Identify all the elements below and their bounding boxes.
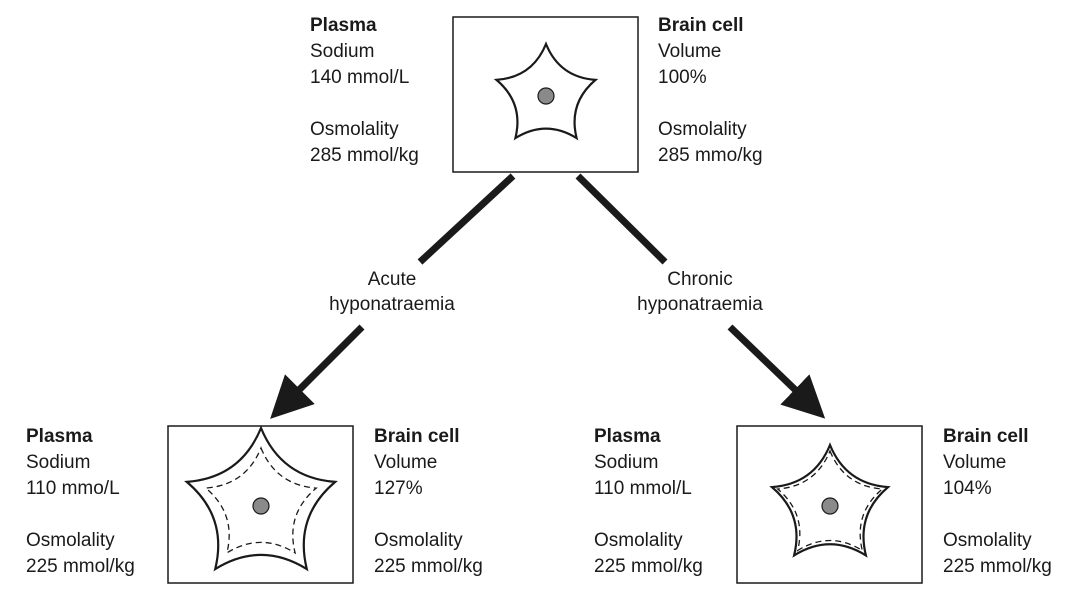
- chronic-plasma-panel: Plasma Sodium 110 mmol/L Osmolality 225 …: [594, 424, 703, 580]
- brain-cell-heading: Brain cell: [943, 426, 1029, 447]
- osmolality-value: 285 mmol/kg: [310, 145, 419, 166]
- osmolality-value: 225 mmol/kg: [374, 556, 483, 577]
- nucleus-icon: [821, 497, 839, 515]
- chronic-adapted-brain-cell: [769, 442, 891, 558]
- chronic-cell-box: [736, 425, 923, 584]
- acute-arrow-lower: [270, 324, 365, 419]
- sodium-value: 110 mmol/L: [594, 478, 692, 499]
- brain-cell-heading: Brain cell: [374, 426, 460, 447]
- chronic-arrow-lower: [727, 324, 826, 419]
- chronic-brain-panel: Brain cell Volume 104% Osmolality 225 mm…: [943, 424, 1052, 580]
- volume-label: Volume: [943, 452, 1007, 473]
- sodium-label: Sodium: [594, 452, 659, 473]
- osmolality-label: Osmolality: [374, 530, 463, 551]
- acute-brain-panel: Brain cell Volume 127% Osmolality 225 mm…: [374, 424, 483, 580]
- sodium-value: 110 mmo/L: [26, 478, 120, 499]
- osmolality-label: Osmolality: [658, 119, 747, 140]
- acute-label-line2: hyponatraemia: [329, 294, 455, 315]
- normal-brain-cell: [493, 41, 599, 141]
- plasma-heading: Plasma: [310, 15, 377, 36]
- brain-cell-heading: Brain cell: [658, 15, 744, 36]
- osmolality-value: 225 mmol/kg: [594, 556, 703, 577]
- nucleus-icon: [252, 497, 270, 515]
- acute-plasma-panel: Plasma Sodium 110 mmo/L Osmolality 225 m…: [26, 424, 135, 580]
- nucleus-icon: [537, 87, 555, 105]
- osmolality-value: 285 mmo/kg: [658, 145, 763, 166]
- osmolality-label: Osmolality: [310, 119, 399, 140]
- top-cell-box: [452, 16, 639, 173]
- volume-value: 127%: [374, 478, 423, 499]
- chronic-label-line1: Chronic: [667, 269, 733, 290]
- top-plasma-panel: Plasma Sodium 140 mmol/L Osmolality 285 …: [310, 13, 419, 169]
- plasma-heading: Plasma: [594, 426, 661, 447]
- volume-label: Volume: [658, 41, 722, 62]
- osmolality-value: 225 mmol/kg: [26, 556, 135, 577]
- sodium-label: Sodium: [310, 41, 375, 62]
- chronic-hyponatraemia-label: Chronic hyponatraemia: [620, 267, 780, 317]
- acute-swollen-brain-cell: [184, 425, 338, 572]
- osmolality-label: Osmolality: [943, 530, 1032, 551]
- volume-value: 100%: [658, 67, 707, 88]
- acute-arrow-upper: [417, 173, 516, 265]
- sodium-value: 140 mmol/L: [310, 67, 410, 88]
- osmolality-label: Osmolality: [594, 530, 683, 551]
- acute-label-line1: Acute: [367, 269, 417, 290]
- top-brain-panel: Brain cell Volume 100% Osmolality 285 mm…: [658, 13, 763, 169]
- plasma-heading: Plasma: [26, 426, 93, 447]
- osmolality-value: 225 mmol/kg: [943, 556, 1052, 577]
- sodium-label: Sodium: [26, 452, 91, 473]
- volume-label: Volume: [374, 452, 438, 473]
- acute-cell-box: [167, 425, 354, 584]
- volume-value: 104%: [943, 478, 992, 499]
- osmolality-label: Osmolality: [26, 530, 115, 551]
- chronic-label-line2: hyponatraemia: [637, 294, 763, 315]
- chronic-arrow-upper: [575, 173, 668, 265]
- acute-hyponatraemia-label: Acute hyponatraemia: [312, 267, 472, 317]
